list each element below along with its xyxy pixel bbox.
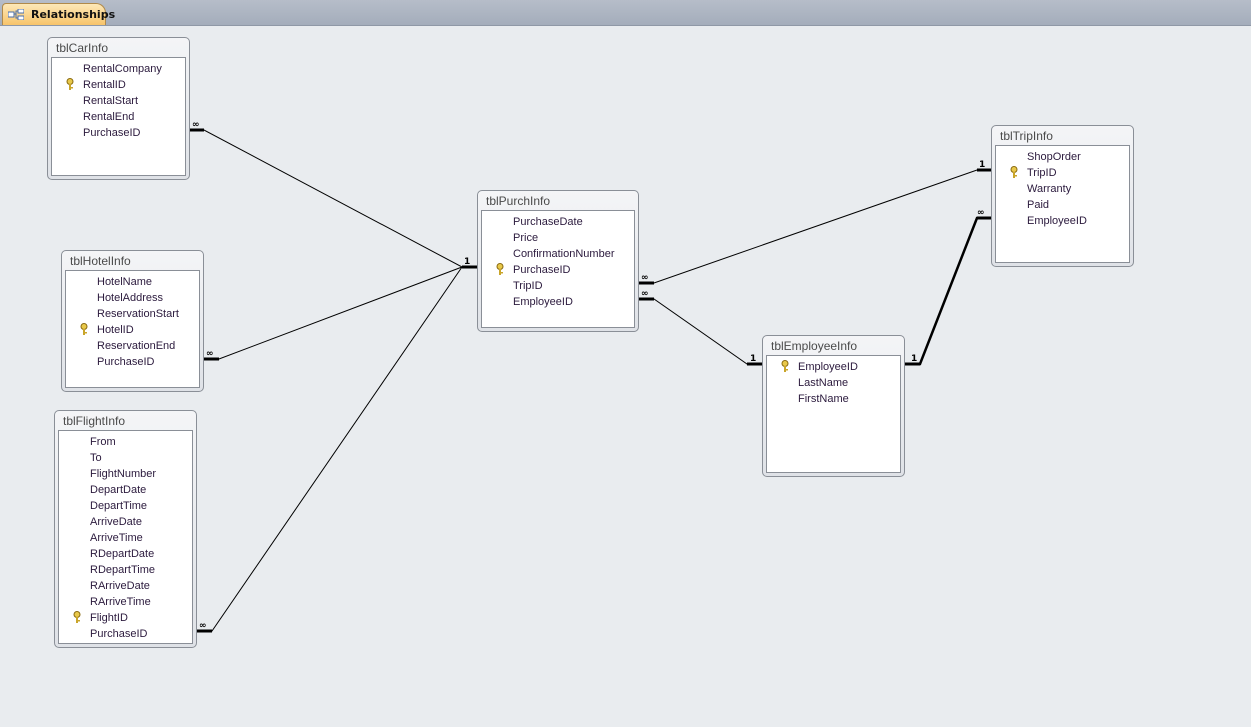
cardinality-one: 1 (464, 257, 470, 267)
table-title[interactable]: tblEmployeeInfo (771, 339, 858, 353)
field-item[interactable]: HotelID (97, 324, 134, 336)
primary-key-icon (496, 263, 504, 275)
primary-key-icon (66, 78, 74, 90)
field-item[interactable]: RArriveDate (90, 580, 150, 592)
field-item[interactable]: ShopOrder (1027, 151, 1081, 163)
table-title[interactable]: tblCarInfo (56, 41, 109, 55)
field-item[interactable]: RentalEnd (83, 111, 135, 123)
field-item[interactable]: RentalCompany (83, 63, 162, 75)
cardinality-many: ∞ (192, 120, 200, 130)
field-item[interactable]: PurchaseID (90, 628, 148, 640)
field-item[interactable]: TripID (513, 280, 543, 292)
field-item[interactable]: Warranty (1027, 183, 1072, 195)
field-item[interactable]: RDepartDate (90, 548, 155, 560)
field-item[interactable]: RDepartTime (90, 564, 155, 576)
relationship-employee-trip[interactable] (905, 216, 991, 366)
field-item[interactable]: RentalStart (83, 95, 139, 107)
primary-key-icon (80, 323, 88, 335)
field-item[interactable]: PurchaseID (513, 264, 571, 276)
field-item[interactable]: DepartDate (90, 484, 147, 496)
field-item[interactable]: Paid (1027, 199, 1050, 211)
relationship-purch-trip[interactable] (639, 168, 991, 285)
field-item[interactable]: LastName (798, 377, 849, 389)
primary-key-icon (1010, 166, 1018, 178)
field-item[interactable]: RentalID (83, 79, 126, 91)
tab-relationships[interactable]: Relationships (2, 3, 115, 25)
field-item[interactable]: HotelName (97, 276, 153, 288)
field-item[interactable]: DepartTime (90, 500, 148, 512)
field-item[interactable]: ArriveTime (90, 532, 143, 544)
cardinality-one: 1 (979, 160, 985, 170)
field-item[interactable]: FirstName (798, 393, 849, 405)
field-item[interactable]: ReservationEnd (97, 340, 176, 352)
field-item[interactable]: From (90, 436, 116, 448)
table-title[interactable]: tblFlightInfo (63, 414, 126, 428)
document-tab-bar: Relationships (0, 0, 1251, 26)
field-item[interactable]: EmployeeID (1027, 215, 1087, 227)
field-item[interactable]: EmployeeID (798, 361, 858, 373)
field-item[interactable]: TripID (1027, 167, 1057, 179)
field-item[interactable]: HotelAddress (97, 292, 164, 304)
table-title[interactable]: tblHotelInfo (70, 254, 131, 268)
field-item[interactable]: RArriveTime (90, 596, 151, 608)
relationship-flight-purch[interactable] (197, 266, 463, 633)
relationship-car-purch[interactable] (190, 128, 477, 269)
field-item[interactable]: To (90, 452, 102, 464)
primary-key-icon (781, 360, 789, 372)
field-item[interactable]: ReservationStart (97, 308, 179, 320)
field-item[interactable]: ArriveDate (90, 516, 142, 528)
cardinality-many: ∞ (199, 621, 207, 631)
relationships-icon (8, 9, 24, 20)
cardinality-many: ∞ (641, 273, 649, 283)
primary-key-icon (73, 611, 81, 623)
field-item[interactable]: EmployeeID (513, 296, 573, 308)
field-item[interactable]: Price (513, 232, 539, 244)
table-title[interactable]: tblTripInfo (1000, 129, 1053, 143)
field-item[interactable]: PurchaseDate (513, 216, 583, 228)
cardinality-one: 1 (911, 354, 917, 364)
table-title[interactable]: tblPurchInfo (486, 194, 551, 208)
cardinality-many: ∞ (977, 208, 985, 218)
field-item[interactable]: FlightID (90, 612, 128, 624)
cardinality-one: 1 (750, 354, 756, 364)
field-item[interactable]: ConfirmationNumber (513, 248, 615, 260)
cardinality-many: ∞ (641, 289, 649, 299)
field-item[interactable]: FlightNumber (90, 468, 157, 480)
tab-label: Relationships (31, 8, 116, 21)
cardinality-many: ∞ (206, 349, 214, 359)
relationship-purch-employee[interactable] (639, 297, 762, 366)
field-item[interactable]: PurchaseID (97, 356, 155, 368)
relationship-hotel-purch[interactable] (204, 266, 463, 361)
field-item[interactable]: PurchaseID (83, 127, 141, 139)
